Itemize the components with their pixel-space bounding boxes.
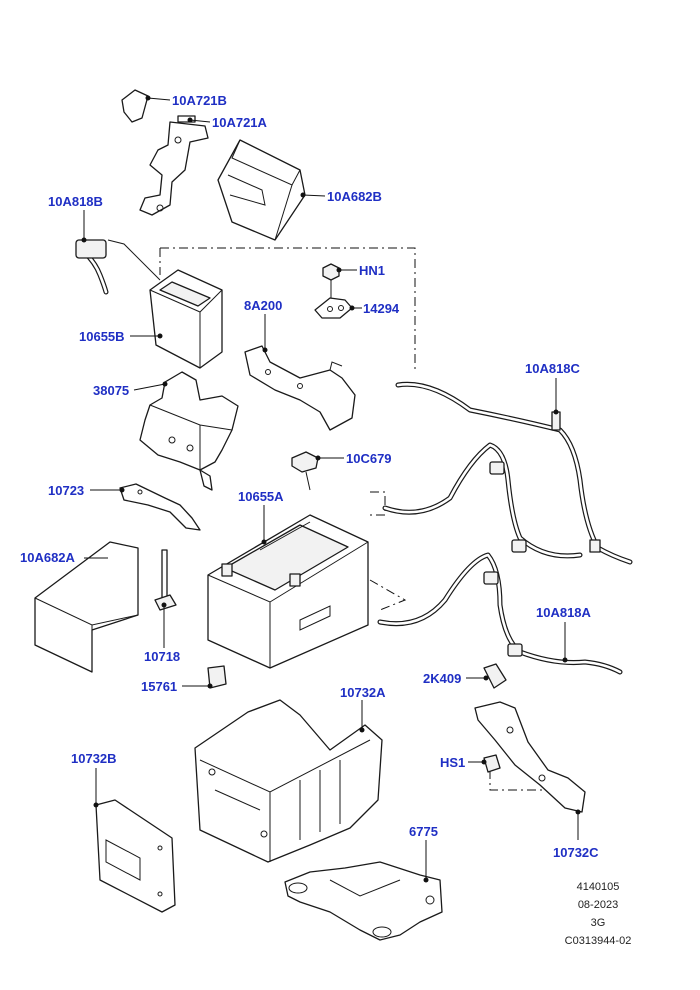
part-10A721B-bracket [121,89,149,123]
assembly-lines [159,247,568,791]
part-10732B-side-plate [95,799,176,913]
part-38075-battery-tray [139,371,239,491]
part-10A818C-cable [382,381,633,565]
part-10655B-aux-battery [149,269,223,369]
label-10732C: 10732C [553,845,599,860]
part-10A818B-terminal-cable [75,239,161,295]
part-2K409-cap [483,663,507,689]
label-10A682A: 10A682A [20,550,76,565]
leader-lines [81,95,581,883]
part-10732A-lower-tray [194,699,383,863]
label-10A682B: 10A682B [327,189,382,204]
label-10655A: 10655A [238,489,284,504]
label-10C679: 10C679 [346,451,392,466]
footer-ref: 4140105 [577,881,620,893]
label-14294: 14294 [363,301,400,316]
part-15761-clip [207,665,227,689]
part-14294-plate [314,297,353,319]
label-2K409: 2K409 [423,671,461,686]
part-10723-bracket [119,483,201,531]
part-10A721A-bracket [139,115,209,216]
label-10732A: 10732A [340,685,386,700]
footer-reference: 4140105 08-2023 3G C0313944-02 [565,881,632,947]
label-10A818C: 10A818C [525,361,581,376]
label-10732B: 10732B [71,751,117,766]
part-10718-bolt [154,549,177,611]
part-6775-bracket [284,861,443,941]
label-8A200: 8A200 [244,298,282,313]
part-10A818A-cable [377,552,623,675]
footer-date: 08-2023 [578,899,618,911]
part-10732C-bracket [474,701,586,813]
part-HN1-nut [322,263,340,298]
label-HS1: HS1 [440,755,465,770]
label-15761: 15761 [141,679,177,694]
footer-image-id: C0313944-02 [565,935,632,947]
label-10655B: 10655B [79,329,125,344]
footer-code: 3G [591,917,606,929]
label-10718: 10718 [144,649,180,664]
label-10A721A: 10A721A [212,115,268,130]
label-38075: 38075 [93,383,129,398]
label-HN1: HN1 [359,263,385,278]
label-6775: 6775 [409,824,438,839]
label-10723: 10723 [48,483,84,498]
part-labels: 10A721B 10A721A 10A682B 10A818B HN1 1429… [20,93,599,860]
part-HS1-bolt [483,754,501,773]
part-10655A-main-battery [207,514,369,669]
part-10A682A-side-cover [34,541,139,673]
part-8A200-bracket [244,345,356,431]
label-10A818A: 10A818A [536,605,592,620]
part-10C679-terminal [291,451,319,491]
part-10A682B-cover-box [217,139,306,241]
label-10A818B: 10A818B [48,194,103,209]
label-10A721B: 10A721B [172,93,227,108]
